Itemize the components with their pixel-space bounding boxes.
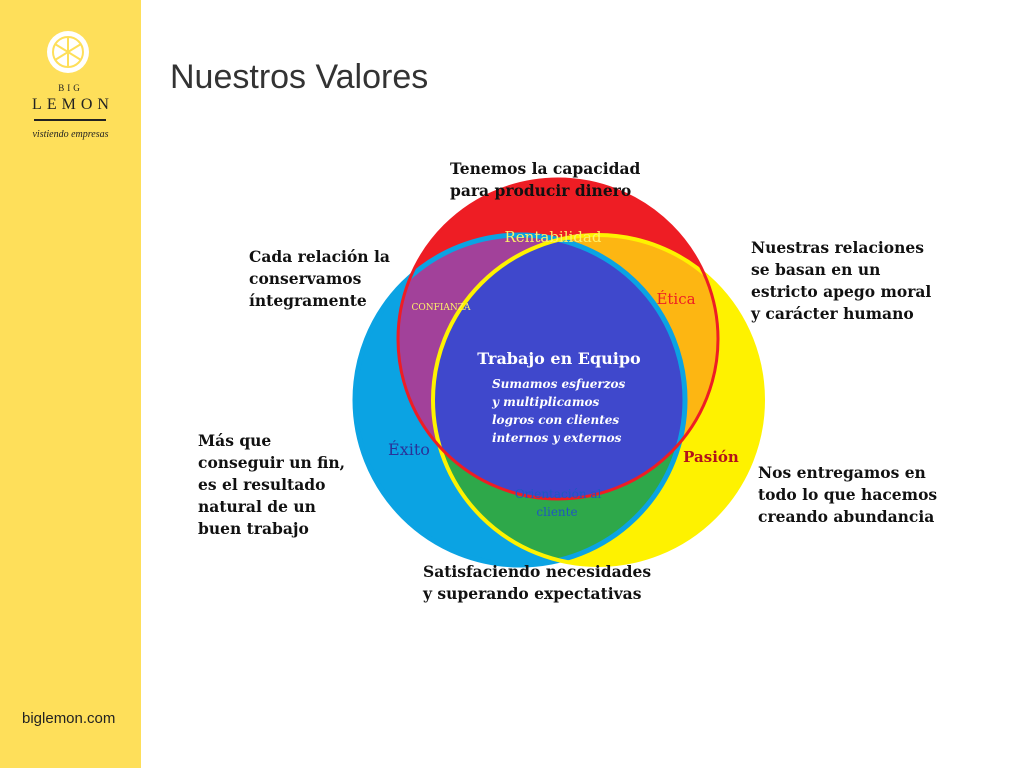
brand-name-small: BIG: [58, 83, 83, 93]
trabajo-title: Trabajo en Equipo: [477, 349, 641, 368]
rentabilidad-label: Rentabilidad: [505, 228, 602, 246]
confianza-label: CONFIANZA: [411, 303, 471, 313]
caption-pasion: Nos entregamos en todo lo que hacemos cr…: [758, 463, 938, 526]
brand-divider: [34, 119, 106, 121]
lemon-logo-icon: [47, 31, 89, 73]
etica-label: Ética: [656, 290, 695, 308]
exito-outline: [352, 232, 688, 568]
pasion-label: Pasión: [683, 448, 739, 466]
brand-sidebar: BIG LEMON vistiendo empresas biglemon.co…: [0, 0, 141, 768]
website-link[interactable]: biglemon.com: [22, 710, 116, 727]
caption-exito: Más que conseguir un fin, es el resultad…: [198, 431, 346, 538]
caption-orientacion: Satisfaciendo necesidades y superando ex…: [423, 562, 652, 603]
brand-tagline: vistiendo empresas: [32, 129, 109, 140]
caption-etica: Nuestras relaciones se basan en un estri…: [751, 238, 932, 323]
slide-title: Nuestros Valores: [170, 58, 429, 96]
trabajo-description: Sumamos esfuerzos y multiplicamos logros…: [491, 377, 630, 445]
caption-confianza: Cada relación la conservamos íntegrament…: [249, 247, 390, 310]
orientacion-label: Orientación al cliente: [515, 487, 605, 519]
pasion-outline: [431, 233, 765, 567]
brand-name: LEMON: [32, 96, 114, 113]
rentabilidad-outline: [396, 177, 720, 501]
exito-label: Éxito: [388, 439, 430, 459]
caption-rentabilidad: Tenemos la capacidad para producir diner…: [450, 159, 641, 200]
